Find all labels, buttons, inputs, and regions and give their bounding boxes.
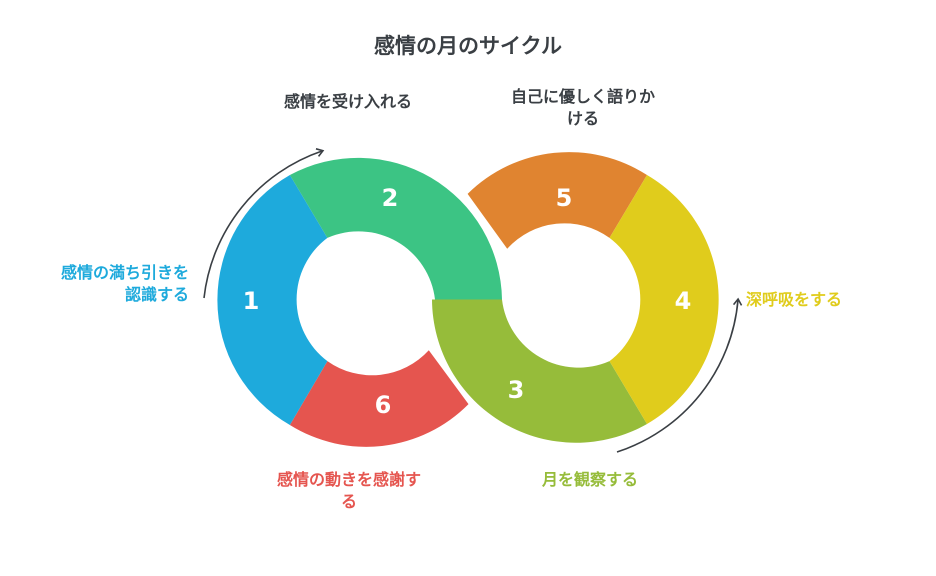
step-label-1-line-2: 認識する	[124, 285, 189, 304]
segment-3	[432, 299, 647, 443]
flow-arrow-right	[616, 297, 743, 453]
step-label-2: 感情を受け入れる	[283, 92, 412, 111]
step-label-3: 月を観察する	[541, 470, 638, 489]
segment-2	[289, 157, 502, 300]
step-number-4: 4	[675, 287, 692, 315]
step-label-5-line-2: ける	[566, 109, 599, 128]
step-label-5-line-1: 自己に優しく語りか	[510, 87, 655, 106]
flow-arrow-left	[203, 148, 325, 299]
diagram-title: 感情の月のサイクル	[374, 34, 562, 58]
step-label-1-line-1: 感情の満ち引きを	[60, 263, 189, 282]
step-label-6-line-1: 感情の動きを感謝す	[276, 470, 421, 489]
step-label-6: 感情の動きを感謝す る	[254, 469, 444, 513]
step-label-1: 感情の満ち引きを 認識する	[0, 262, 189, 306]
step-label-4: 深呼吸をする	[746, 290, 843, 309]
step-label-6-line-2: る	[340, 492, 357, 511]
segment-4	[609, 175, 719, 424]
segment-6	[289, 350, 469, 447]
step-label-5: 自己に優しく語りか ける	[488, 86, 678, 130]
step-number-2: 2	[382, 184, 399, 212]
step-number-3: 3	[508, 376, 525, 404]
step-number-5: 5	[556, 184, 573, 212]
step-number-1: 1	[243, 287, 260, 315]
segment-5	[467, 152, 647, 249]
step-number-6: 6	[375, 391, 392, 419]
segment-1	[217, 175, 328, 425]
